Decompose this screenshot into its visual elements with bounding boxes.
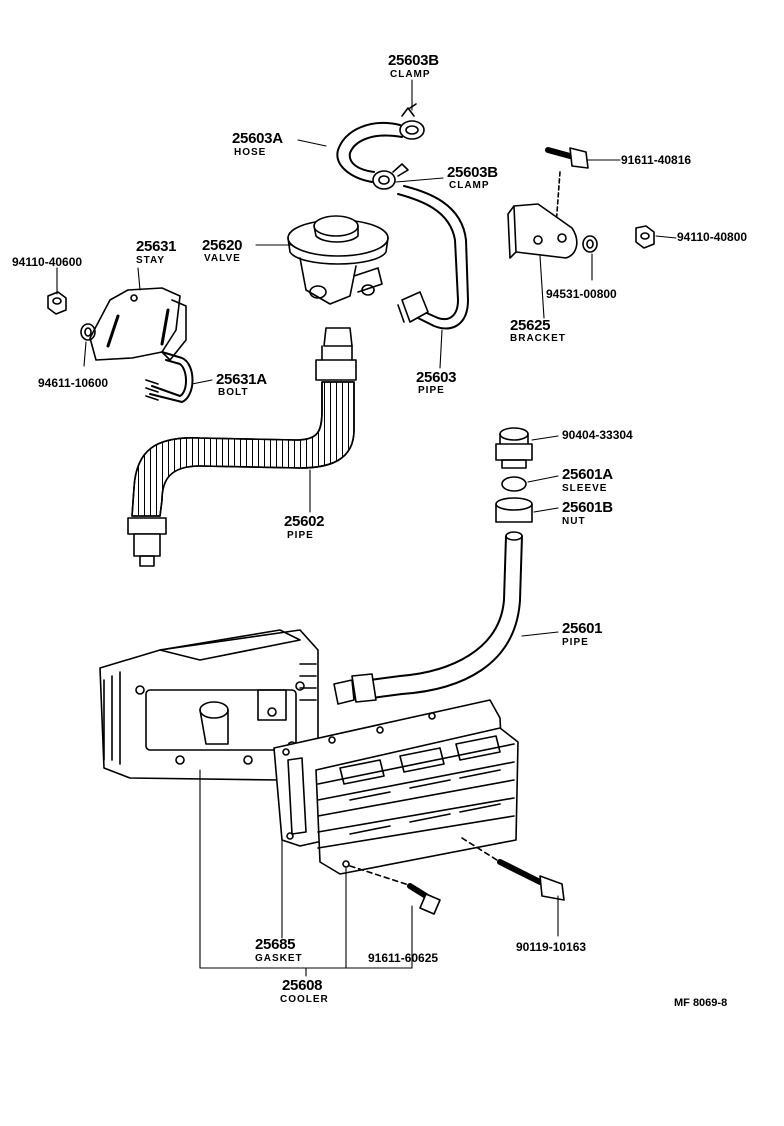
bolt-upper-right bbox=[545, 147, 589, 169]
part-number-91611-60625: 91611-60625 bbox=[368, 951, 439, 965]
part-number-25601a: 25601A bbox=[562, 466, 613, 483]
bolt-90119-10163 bbox=[497, 859, 565, 901]
part-number-25603a: 25603A bbox=[232, 130, 283, 147]
flex-pipe bbox=[127, 327, 357, 567]
nut-25601b bbox=[495, 497, 533, 523]
part-number-25603b-mid: 25603B bbox=[447, 164, 498, 181]
nut-left bbox=[47, 291, 67, 315]
part-name-pipe-25601: PIPE bbox=[562, 637, 589, 648]
part-number-25631: 25631 bbox=[136, 238, 177, 255]
part-number-94611-10600: 94611-10600 bbox=[38, 376, 109, 390]
part-name-hose: HOSE bbox=[234, 147, 267, 158]
part-name-clamp-mid: CLAMP bbox=[449, 180, 490, 191]
part-number-94110-40800: 94110-40800 bbox=[677, 230, 748, 244]
part-number-25608: 25608 bbox=[282, 977, 323, 994]
part-name-pipe-25602: PIPE bbox=[287, 530, 314, 541]
part-name-pipe-25603: PIPE bbox=[418, 385, 445, 396]
part-number-25602: 25602 bbox=[284, 513, 325, 530]
clamp-top bbox=[399, 103, 425, 140]
u-bolt bbox=[145, 351, 194, 403]
stay bbox=[89, 287, 187, 361]
valve bbox=[287, 215, 389, 305]
part-number-91611-40816: 91611-40816 bbox=[621, 153, 692, 167]
part-number-94110-40600: 94110-40600 bbox=[12, 255, 83, 269]
part-number-94531-00800: 94531-00800 bbox=[546, 287, 617, 301]
cooler-fins bbox=[315, 727, 519, 875]
leader-lines bbox=[56, 79, 677, 977]
part-name-stay: STAY bbox=[136, 255, 166, 266]
washer-left bbox=[80, 323, 96, 341]
part-name-valve: VALVE bbox=[204, 253, 241, 264]
part-name-clamp-top: CLAMP bbox=[390, 69, 431, 80]
part-number-25620: 25620 bbox=[202, 237, 243, 254]
part-number-25601b: 25601B bbox=[562, 499, 613, 516]
part-number-25603b-top: 25603B bbox=[388, 52, 439, 69]
pipe-25603 bbox=[397, 185, 469, 330]
sleeve bbox=[501, 476, 527, 492]
washer-right bbox=[582, 235, 598, 253]
part-number-90404-33304: 90404-33304 bbox=[562, 428, 633, 442]
clamp-mid bbox=[372, 163, 409, 190]
part-name-gasket: GASKET bbox=[255, 953, 303, 964]
part-name-nut: NUT bbox=[562, 516, 586, 527]
part-name-bracket: BRACKET bbox=[510, 333, 566, 344]
hose bbox=[336, 122, 403, 183]
part-number-90119-10163: 90119-10163 bbox=[516, 940, 587, 954]
bracket bbox=[507, 203, 578, 259]
union-fitting bbox=[495, 427, 533, 469]
part-name-bolt: BOLT bbox=[218, 387, 249, 398]
part-number-25601: 25601 bbox=[562, 620, 603, 637]
part-name-sleeve: SLEEVE bbox=[562, 483, 608, 494]
part-name-cooler: COOLER bbox=[280, 994, 329, 1005]
part-number-25603: 25603 bbox=[416, 369, 457, 386]
part-number-25625: 25625 bbox=[510, 317, 551, 334]
part-number-25631a: 25631A bbox=[216, 371, 267, 388]
figure-reference: MF 8069-8 bbox=[674, 997, 728, 1009]
nut-right bbox=[635, 225, 655, 249]
pipe-25601 bbox=[333, 531, 523, 705]
cooler-body bbox=[99, 629, 319, 781]
part-number-25685: 25685 bbox=[255, 936, 296, 953]
bolt-91611-60625 bbox=[407, 883, 441, 915]
